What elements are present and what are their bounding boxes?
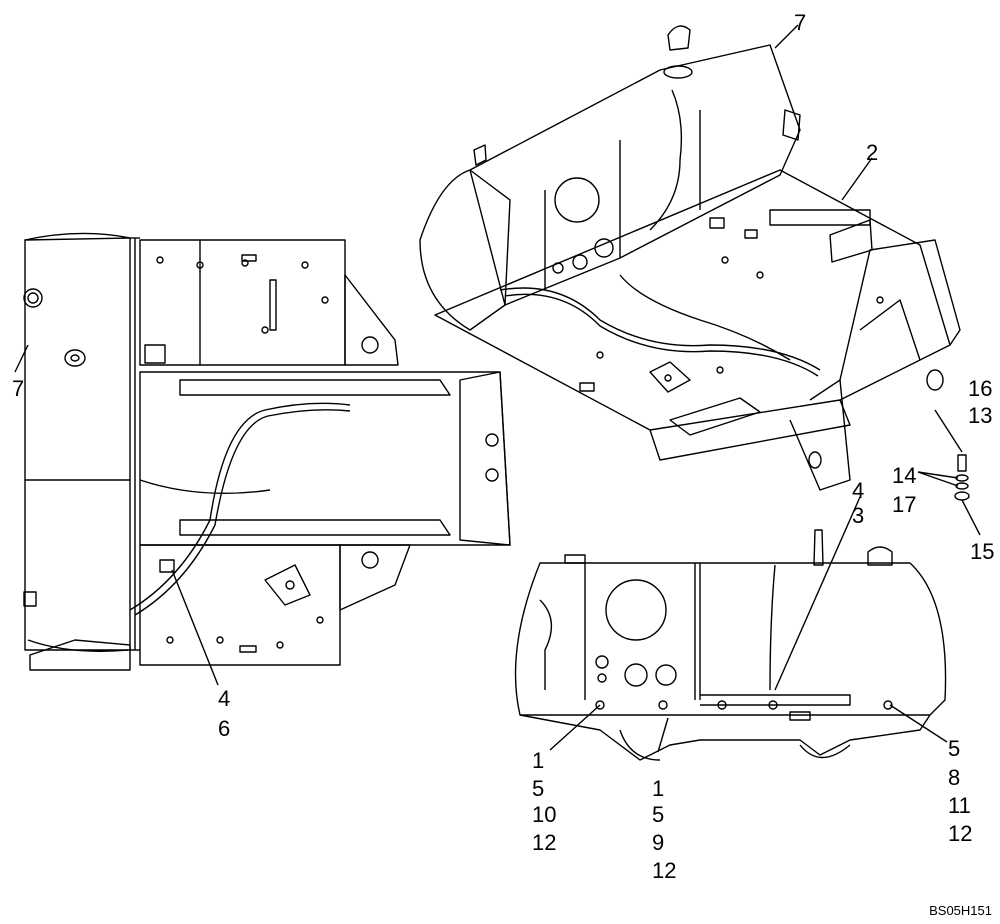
callout-column-2-b: 5 (652, 802, 665, 827)
callout-left-tank-top: 7 (12, 376, 25, 401)
callout-15: 15 (970, 539, 995, 564)
callout-front-3: 3 (852, 503, 865, 528)
callout-column-1-b: 5 (532, 776, 545, 801)
callout-column-3-d: 12 (948, 821, 973, 846)
callout-column-1-c: 10 (532, 802, 557, 827)
callout-column-2-a: 1 (652, 776, 665, 801)
callout-front-4: 4 (852, 478, 865, 503)
callout-column-2-c: 9 (652, 830, 665, 855)
callout-column-2-d: 12 (652, 858, 677, 883)
callout-left-fitting-4: 4 (218, 686, 231, 711)
iso-view-frame (419, 24, 981, 536)
callout-column-1-a: 1 (532, 748, 545, 773)
front-view-frame (514, 496, 948, 761)
callout-iso-tank-7: 7 (794, 10, 807, 35)
callout-column-1-d: 12 (532, 830, 557, 855)
left-view-frame (14, 232, 511, 686)
callout-16: 16 (968, 376, 993, 401)
callout-14: 14 (892, 463, 917, 488)
callout-17: 17 (892, 492, 917, 517)
callout-iso-frame-2: 2 (866, 140, 879, 165)
callout-left-fitting-6: 6 (218, 716, 231, 741)
figure-id: BS05H151 (929, 903, 992, 918)
callout-column-3-a: 5 (948, 736, 961, 761)
callout-column-3-b: 8 (948, 765, 961, 790)
callout-13: 13 (968, 403, 993, 428)
callout-column-3-c: 11 (948, 793, 971, 818)
